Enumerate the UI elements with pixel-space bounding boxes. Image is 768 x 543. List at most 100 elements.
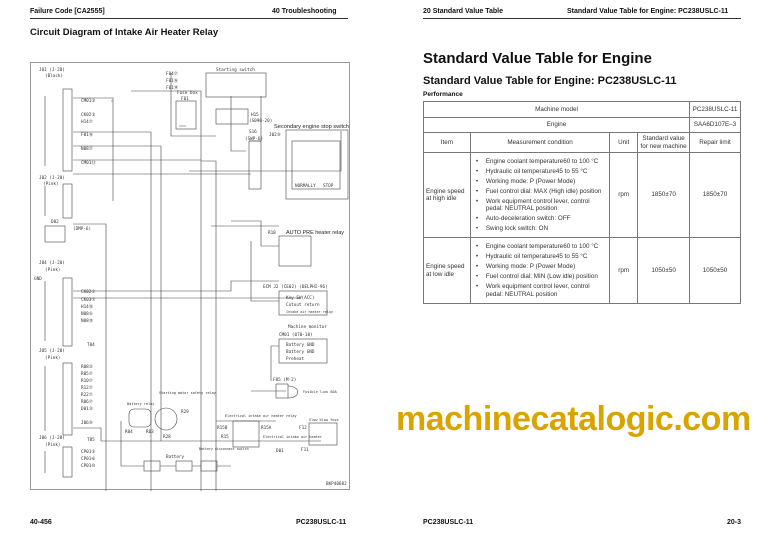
row-conditions: Engine coolant temperature60 to 100 °C H… xyxy=(469,151,611,239)
h15-type: (S090-20) xyxy=(249,118,272,124)
diagram-code: BKP40682 xyxy=(326,481,347,487)
row-repair: 1850±70 xyxy=(689,151,741,239)
j01-color: (Black) xyxy=(45,73,63,79)
row-unit: rpm xyxy=(609,237,639,304)
monitor-pin: Battery GND xyxy=(286,349,315,355)
r29-label: R29 xyxy=(181,409,189,415)
pin-label: R22⑦ xyxy=(81,392,93,398)
machine-model-label: Machine model xyxy=(422,101,691,118)
watermark: machinecatalogic.com xyxy=(396,400,751,438)
monitor-pin: Battery GND xyxy=(286,342,315,348)
pin-label: D01③ xyxy=(81,406,93,412)
r18-desc: AUTO PRE heater relay xyxy=(286,230,344,236)
r04-label: R04 xyxy=(125,429,133,435)
pin-label: H14⑦ xyxy=(81,119,93,125)
condition: Engine coolant temperature60 to 100 °C xyxy=(474,243,606,251)
pin-label: N08⑲ xyxy=(81,317,94,324)
right-page-number: 20-3 xyxy=(727,519,742,526)
condition: Fuel control dial: MAX (High idle) posit… xyxy=(474,188,606,196)
cm01-label: CM01 (070-18) xyxy=(279,332,313,338)
pin-label: CP01⑤ xyxy=(81,449,95,455)
pin-label: R08③ xyxy=(81,364,93,370)
slow-blow-fuse-label: Slow blow fuse xyxy=(309,418,339,422)
f12-label: F12 xyxy=(299,425,307,431)
t04-label: T04 xyxy=(87,342,95,348)
pin-label: CK03⑦ xyxy=(81,297,95,303)
pin-label: R06⑦ xyxy=(81,399,93,405)
j04-label: J04 (J-20) xyxy=(39,260,65,266)
j04-color: (Pink) xyxy=(45,267,61,273)
header-unit: Unit xyxy=(609,132,639,153)
t05-label: T05 xyxy=(87,437,95,443)
j02-9-label: J02⑨ xyxy=(269,132,281,138)
header-standard: Standard value for new machine xyxy=(637,132,691,153)
row-item: Engine speed at high idle xyxy=(423,151,471,239)
pin-label: CM01③ xyxy=(81,98,95,104)
ecm-pin: Key SW(ACC) xyxy=(286,295,314,301)
secondary-stop-switch-label: Secondary engine stop switch xyxy=(274,124,349,130)
fuse-box-label: Fuse box xyxy=(177,90,198,96)
table-row: Engine speed at high idle Engine coolant… xyxy=(423,151,741,239)
condition: Engine coolant temperature60 to 100 °C xyxy=(474,158,606,166)
section-label: Performance xyxy=(423,91,463,98)
pin-label: F01⑯ xyxy=(166,77,179,84)
left-header-left: Failure Code [CA2555] xyxy=(30,8,105,15)
heater-relay-label: Electrical intake air heater relay xyxy=(225,414,297,418)
pin-label: CK02① xyxy=(81,289,95,295)
j05-color: (Pink) xyxy=(45,355,61,361)
ecm-pin: Intake air heater relay xyxy=(286,310,333,314)
pin-label: CP01⑥ xyxy=(81,456,95,462)
right-header-left: 20 Standard Value Table xyxy=(423,8,504,15)
condition: Working mode: P (Power Mode) xyxy=(474,178,606,186)
left-header-right: 40 Troubleshooting xyxy=(272,8,337,15)
battery-label: Battery xyxy=(166,454,185,460)
row-conditions: Engine coolant temperature60 to 100 °C H… xyxy=(469,237,611,304)
machine-model: PC238USLC-11 xyxy=(689,101,741,118)
pin-label: H14⑮ xyxy=(81,303,94,310)
r15-label: R15 xyxy=(221,434,229,440)
j05-label: J05 (J-20) xyxy=(39,348,65,354)
disconnect-switch-label: Battery disconnect switch xyxy=(199,447,249,451)
battery-relay-label: Battery relay xyxy=(127,402,154,406)
condition: Work equipment control lever, control pe… xyxy=(474,198,606,213)
pin-label: CK02③ xyxy=(81,112,95,118)
condition: Fuel control dial: MIN (Low idle) positi… xyxy=(474,273,606,281)
j01-label: J01 (J-20) xyxy=(39,67,65,73)
row-standard: 1050±50 xyxy=(637,237,691,304)
condition: Hydraulic oil temperature45 to 55 °C xyxy=(474,253,606,261)
r28-label: R28 xyxy=(163,434,171,440)
d01-label: D01 xyxy=(276,448,284,454)
ecm-label: ECM J2 (CE02) (DELPHI-96) xyxy=(263,284,328,290)
gnd-label: GND xyxy=(34,276,42,282)
table-row: Engine speed at low idle Engine coolant … xyxy=(423,237,741,304)
condition: Hydraulic oil temperature45 to 55 °C xyxy=(474,168,606,176)
normally-label: NORMALLY xyxy=(295,183,316,189)
circuit-diagram: J01 (J-20) (Black) CM01③ CK02③ H14⑦ F01⑯… xyxy=(30,62,350,491)
pin-label: N08⑤ xyxy=(81,311,93,317)
pin-label: J06⑨ xyxy=(81,420,93,426)
starting-safety-relay-label: Starting motor safety relay xyxy=(159,391,216,395)
fuse-box-id: F01 xyxy=(181,96,189,102)
pin-label: R12⑦ xyxy=(81,385,93,391)
header-repair: Repair limit xyxy=(689,132,741,153)
condition: Work equipment control lever, control pe… xyxy=(474,283,606,298)
pin-label: F01⑯ xyxy=(81,131,94,138)
pin-label: CM01⑬ xyxy=(81,159,96,166)
header-rule xyxy=(423,18,741,19)
engine-label: Engine xyxy=(422,117,691,133)
stop-label: STOP xyxy=(323,183,334,189)
s16-label: S16 xyxy=(249,129,257,135)
pin-label: R10⑦ xyxy=(81,378,93,384)
header-item: Item xyxy=(423,132,471,153)
right-footer-model: PC238USLC-11 xyxy=(423,519,474,526)
h15-label: H15 xyxy=(251,112,259,118)
condition: Swing lock switch: ON xyxy=(474,225,606,233)
heater-label: Electrical intake air heater xyxy=(263,435,322,439)
j06-color: (Pink) xyxy=(45,442,61,448)
s16-type: (SWP-6) xyxy=(245,136,263,142)
f05-label: F05 (M-2) xyxy=(273,377,296,383)
pin-label: F04⑦ xyxy=(166,71,178,77)
row-standard: 1850±70 xyxy=(637,151,691,239)
right-header-right: Standard Value Table for Engine: PC238US… xyxy=(567,8,729,15)
